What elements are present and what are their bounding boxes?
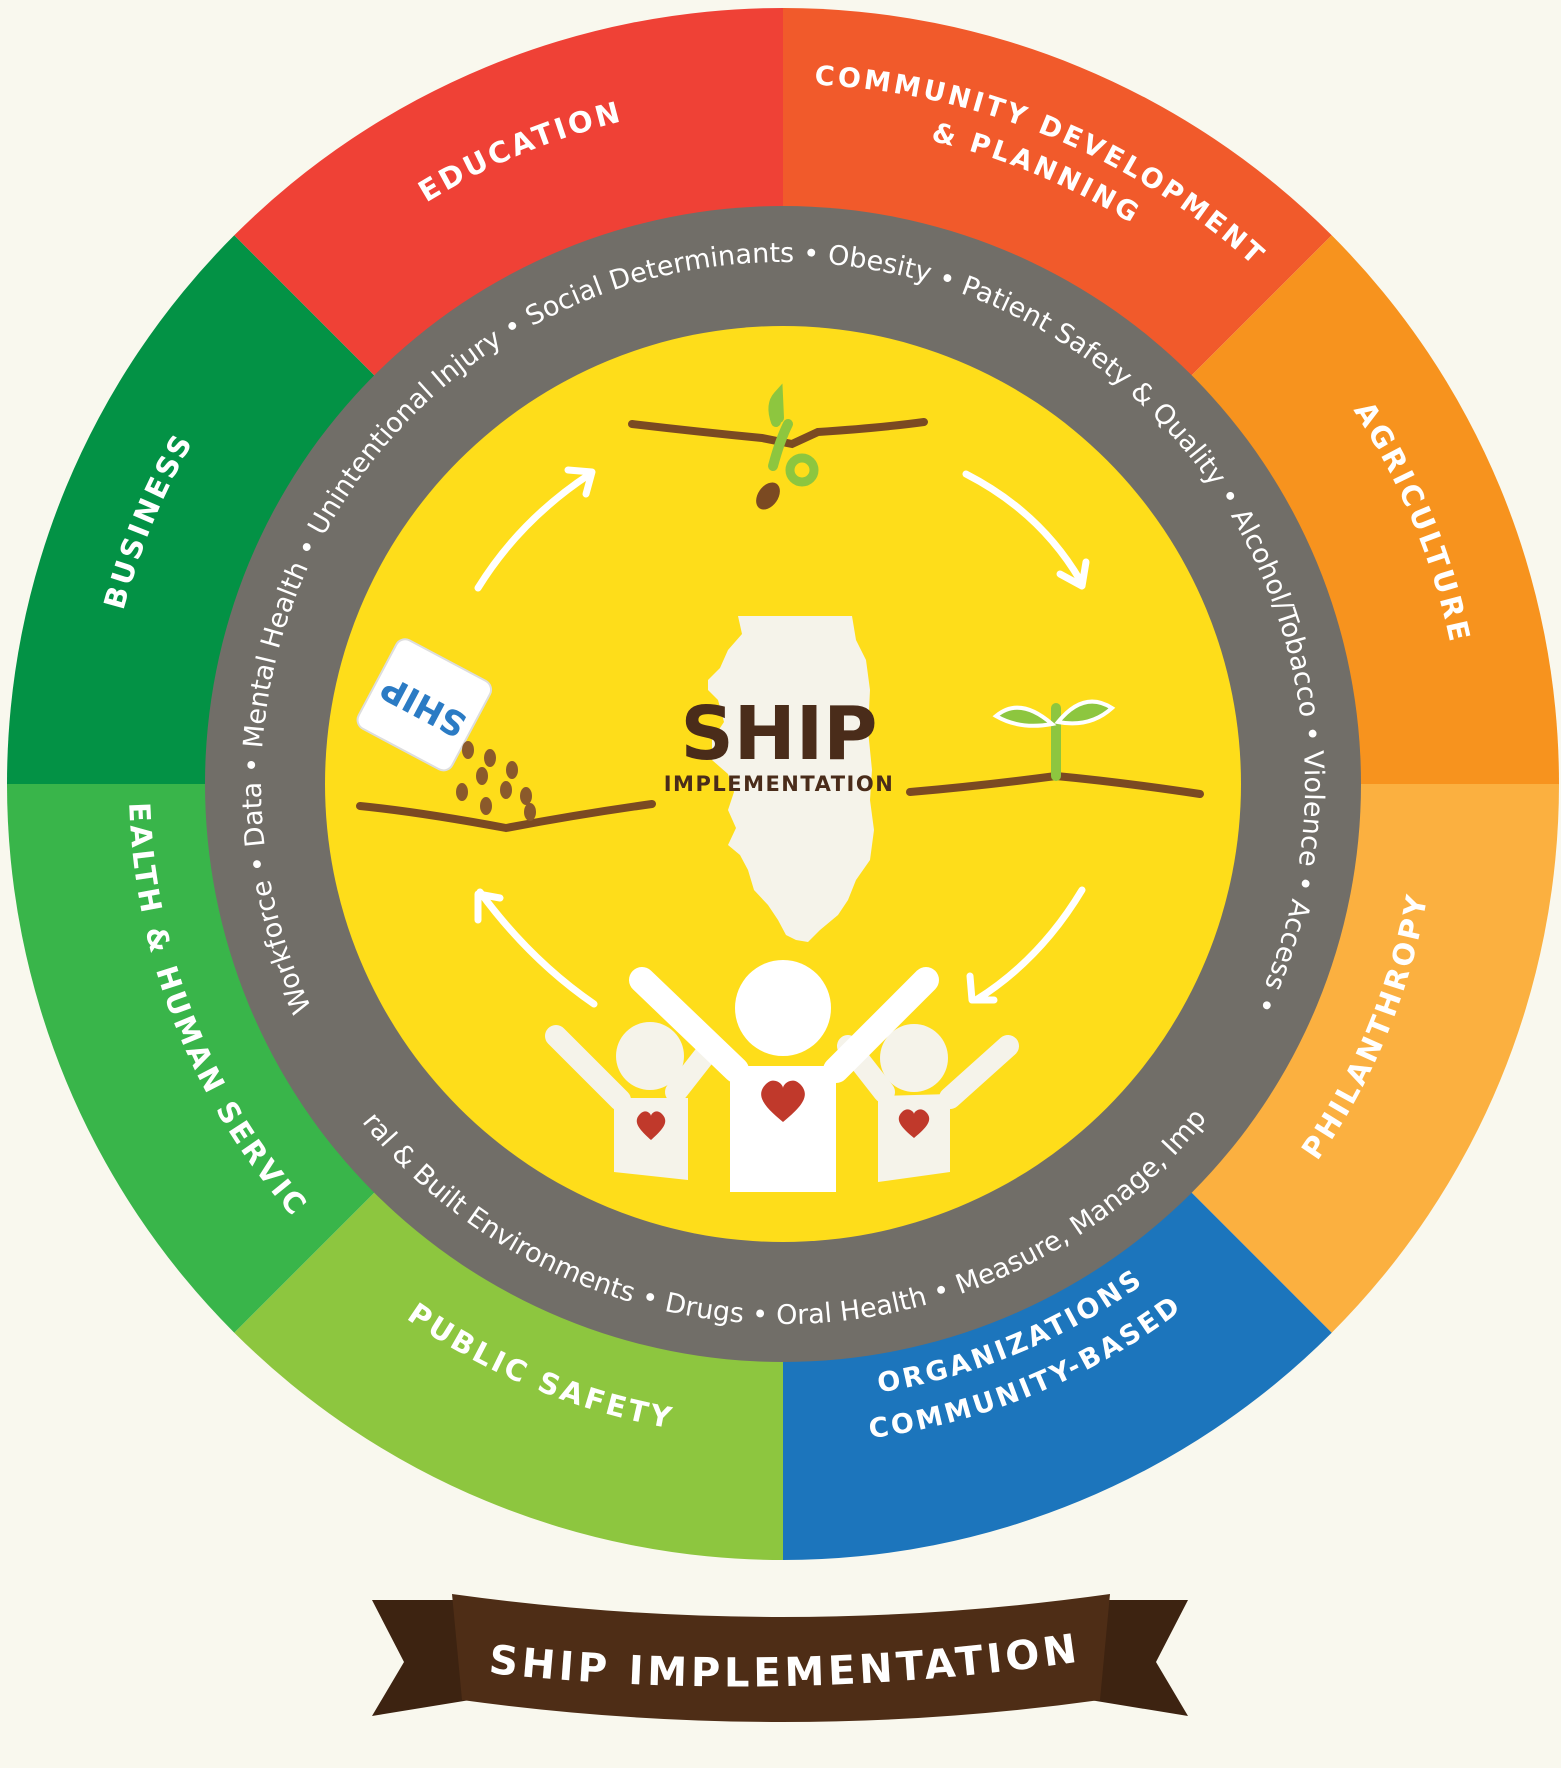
arrow-head (1056, 558, 1090, 590)
arrow-down-left-icon (972, 886, 1086, 1004)
illinois-map-icon (708, 616, 874, 942)
center-subtitle: IMPLEMENTATION (664, 772, 895, 796)
center-title: SHIP (681, 691, 878, 777)
seed-soil-icon (628, 383, 928, 510)
arrow-head (966, 972, 998, 1004)
arrow-head (564, 466, 596, 498)
seed-packet-icon: SHIP (356, 638, 656, 833)
arrow-down-right-icon (962, 470, 1084, 584)
arrow-head (474, 890, 504, 924)
people-group-icon (545, 960, 1019, 1192)
arrow-up-left-icon (476, 888, 598, 1008)
title-banner: SHIP IMPLEMENTATION (372, 1594, 1188, 1722)
sprout-soil-icon (906, 699, 1204, 798)
cycle-arrows (474, 466, 1090, 1008)
person-center-icon (629, 960, 939, 1192)
arrow-up-right-icon (474, 470, 594, 592)
